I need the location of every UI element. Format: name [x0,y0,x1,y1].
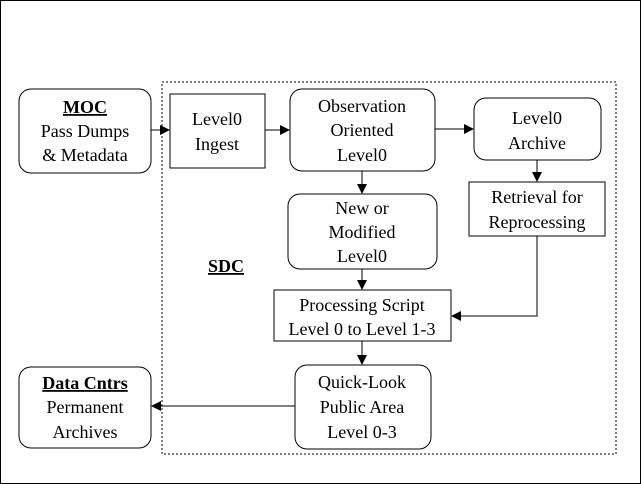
arrow-ingest-to-observation [265,125,290,135]
ql-line2: Public Area [320,397,404,417]
level0-archive-node: Level0 Archive [473,97,602,161]
moc-line2: & Metadata [42,145,127,165]
archive-line2: Archive [508,133,566,153]
retrieval-line1: Retrieval for [491,187,582,207]
sdc-label: SDC [208,256,244,276]
arrow-new-to-processing [357,269,367,290]
new-line2: Modified [329,222,396,242]
proc-line1: Processing Script [299,295,425,315]
new-modified-node: New or Modified Level0 [287,193,438,270]
moc-line1: Pass Dumps [41,121,130,141]
sdc-boundary [161,81,617,455]
retrieval-line2: Reprocessing [489,212,586,232]
data-centers-node: Data Cntrs Permanent Archives [18,366,152,449]
level0-ingest-line2: Ingest [195,134,239,154]
moc-title: MOC [63,97,107,117]
new-line3: Level0 [337,246,387,266]
arrow-quicklook-to-datacenters [151,401,295,411]
processing-script-node: Processing Script Level 0 to Level 1-3 [273,289,452,342]
new-line1: New or [335,198,388,218]
obs-line1: Observation [318,96,406,116]
ql-line1: Quick-Look [318,372,406,392]
data-cntrs-line1: Permanent [47,397,124,417]
data-cntrs-title: Data Cntrs [42,373,128,393]
data-cntrs-line2: Archives [53,422,118,442]
moc-node: MOC Pass Dumps & Metadata [18,88,152,174]
arrow-archive-to-retrieval [532,160,542,182]
proc-line2: Level 0 to Level 1-3 [289,319,436,339]
observation-oriented-node: Observation Oriented Level0 [289,88,436,172]
quick-look-node: Quick-Look Public Area Level 0-3 [294,364,432,450]
arrow-retrieval-to-processing [451,236,538,321]
arrow-processing-to-quicklook [357,341,367,365]
archive-line1: Level0 [512,108,562,128]
obs-line3: Level0 [337,145,387,165]
level0-ingest-line1: Level0 [192,109,242,129]
retrieval-node: Retrieval for Reprocessing [468,181,606,237]
arrow-moc-to-ingest [151,125,170,135]
ql-line3: Level 0-3 [327,422,396,442]
arrow-observation-to-new [357,171,367,194]
level0-ingest-node: Level0 Ingest [169,93,266,169]
obs-line2: Oriented [331,120,394,140]
arrow-observation-to-archive [435,124,474,134]
